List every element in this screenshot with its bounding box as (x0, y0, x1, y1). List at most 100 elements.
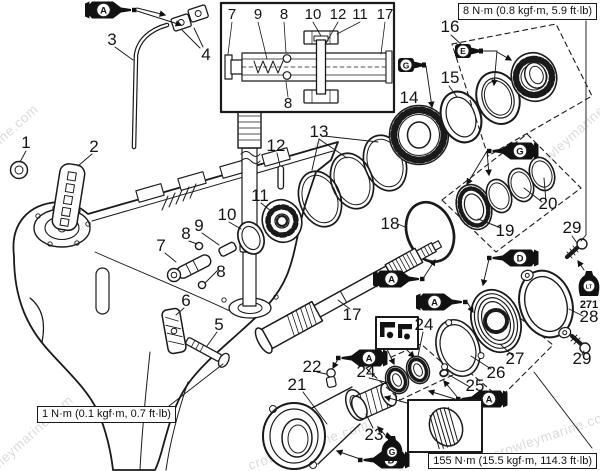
callout-3: 3 (107, 30, 116, 49)
applicator-flag-d: D (480, 250, 539, 287)
inset-cross-section-box: 7 9 8 10 12 11 17 8 (219, 1, 396, 114)
trim-tab-bolt-part-5 (185, 337, 230, 368)
callout-7: 7 (156, 236, 165, 255)
anode-slot (95, 267, 110, 315)
callout-2: 2 (89, 137, 98, 156)
inset-callout-11: 11 (352, 6, 368, 23)
shim-rings-part-20 (485, 156, 556, 214)
flag-letter: D (517, 253, 524, 264)
inset-callout-9: 9 (254, 6, 262, 23)
bearing-set-19-20-outline (441, 133, 582, 253)
flag-letter: A (388, 274, 395, 285)
flag-letter: A (366, 353, 373, 364)
applicator-flag-a: A (85, 1, 183, 27)
callout-18: 18 (381, 214, 400, 233)
leader-lines (19, 20, 593, 449)
callout-28: 28 (580, 307, 599, 326)
shift-plunger-part-7 (166, 254, 212, 283)
key-washer-part-26 (435, 319, 485, 377)
inset-callout-10: 10 (305, 6, 322, 23)
inset-callout-8: 8 (284, 95, 292, 112)
torque-note-upper: 8 N·m (0.8 kgf·m, 5.9 ft·lb) (458, 3, 597, 20)
applicator-flag-a: A (416, 293, 474, 314)
flag-letter: A (100, 5, 107, 16)
clip-part-25 (439, 368, 449, 378)
o-ring-part-18 (404, 200, 456, 264)
bearing-set-16-group-outline (451, 23, 593, 157)
callout-16: 16 (441, 17, 460, 36)
inset-needle-bearing-box (383, 395, 483, 453)
deck-bosses (135, 147, 291, 203)
forward-gear-part-14 (388, 104, 450, 166)
seal-set-24-25-outline (365, 343, 456, 401)
retainer-bolt-part-29 (569, 333, 591, 354)
water-inlet-plate-part-2 (51, 163, 86, 232)
tube-clips (170, 4, 209, 32)
callout-26: 26 (487, 363, 506, 382)
propeller-shaft-part-17 (254, 240, 443, 354)
watermark-text: crowleymarine.com (0, 392, 76, 471)
flag-letter: A (486, 394, 493, 405)
sealant-code: LT (586, 284, 593, 290)
applicator-flag-a: A (427, 380, 508, 408)
grease-bottle-g-upright: G (377, 426, 403, 461)
inset-callout-12: 12 (330, 6, 347, 23)
callout-21: 21 (288, 375, 307, 394)
callout-22: 22 (303, 357, 322, 376)
taper-bearing-part-16 (510, 51, 558, 103)
ring-nut-part-27 (470, 288, 522, 354)
bearing-part-19 (455, 183, 493, 231)
clutch-pin-part-12 (277, 165, 285, 190)
retainer-plate-part-28 (518, 269, 574, 339)
clutch-dog-part-11 (261, 198, 303, 244)
ball-part-8 (197, 280, 207, 290)
callout-6: 6 (181, 291, 190, 310)
callout-8: 8 (216, 262, 225, 281)
retainer-bolt-part-29 (564, 238, 588, 260)
flag-letter: G (403, 60, 410, 70)
callout-9: 9 (194, 216, 203, 235)
trim-tab-anode-part-6 (161, 307, 187, 355)
callout-11: 11 (251, 186, 269, 205)
inset-callout-17: 17 (377, 6, 394, 23)
grease-bottle-g: G (398, 58, 435, 109)
torque-note-lower-right: 155 N·m (15.5 kgf·m, 114.3 ft·lb) (428, 452, 597, 469)
callout-17: 17 (343, 305, 362, 324)
spring-ring-part-10 (237, 221, 265, 255)
speedometer-tube (131, 22, 170, 150)
callout-13: 13 (310, 122, 329, 141)
applicator-flag-a: A (373, 258, 436, 288)
sealant-bottle-e: E (455, 44, 513, 87)
sealant-number: 271 (580, 299, 598, 311)
callout-29: 29 (573, 349, 592, 368)
callout-23: 23 (365, 425, 384, 444)
callout-10: 10 (218, 205, 237, 224)
flag-letter: G (389, 447, 396, 457)
callout-1: 1 (21, 133, 30, 152)
applicator-flag-a: A (332, 350, 388, 370)
shift-slider-part-9 (218, 241, 237, 257)
sealant-bottle-lt-271: LT 271 (577, 259, 600, 311)
inset-callout-8: 8 (280, 6, 288, 23)
callout-27: 27 (506, 349, 525, 368)
torque-note-lower-left: 1 N·m (0.1 kgf·m, 0.7 ft·lb) (37, 406, 176, 423)
callout-29: 29 (563, 218, 582, 237)
callout-25: 25 (466, 376, 485, 395)
callout-20: 20 (539, 194, 558, 213)
flag-letter: G (516, 146, 523, 157)
callout-14: 14 (400, 88, 419, 107)
callout-8: 8 (181, 224, 190, 243)
inset-callout-7: 7 (228, 6, 236, 23)
callout-24: 24 (357, 362, 376, 381)
grease-fitting-part-22 (325, 368, 337, 388)
callout-15: 15 (441, 68, 460, 87)
callout-5: 5 (214, 315, 223, 334)
part-callouts: 1 2 3 4 5 6 7 8 8 9 10 11 12 13 14 15 16… (21, 17, 598, 444)
plug-part-1 (9, 160, 29, 180)
oil-seal-part-24 (384, 365, 410, 395)
water-intake-louvers (161, 183, 197, 211)
flag-letter: A (431, 297, 438, 308)
callout-4: 4 (201, 45, 210, 64)
